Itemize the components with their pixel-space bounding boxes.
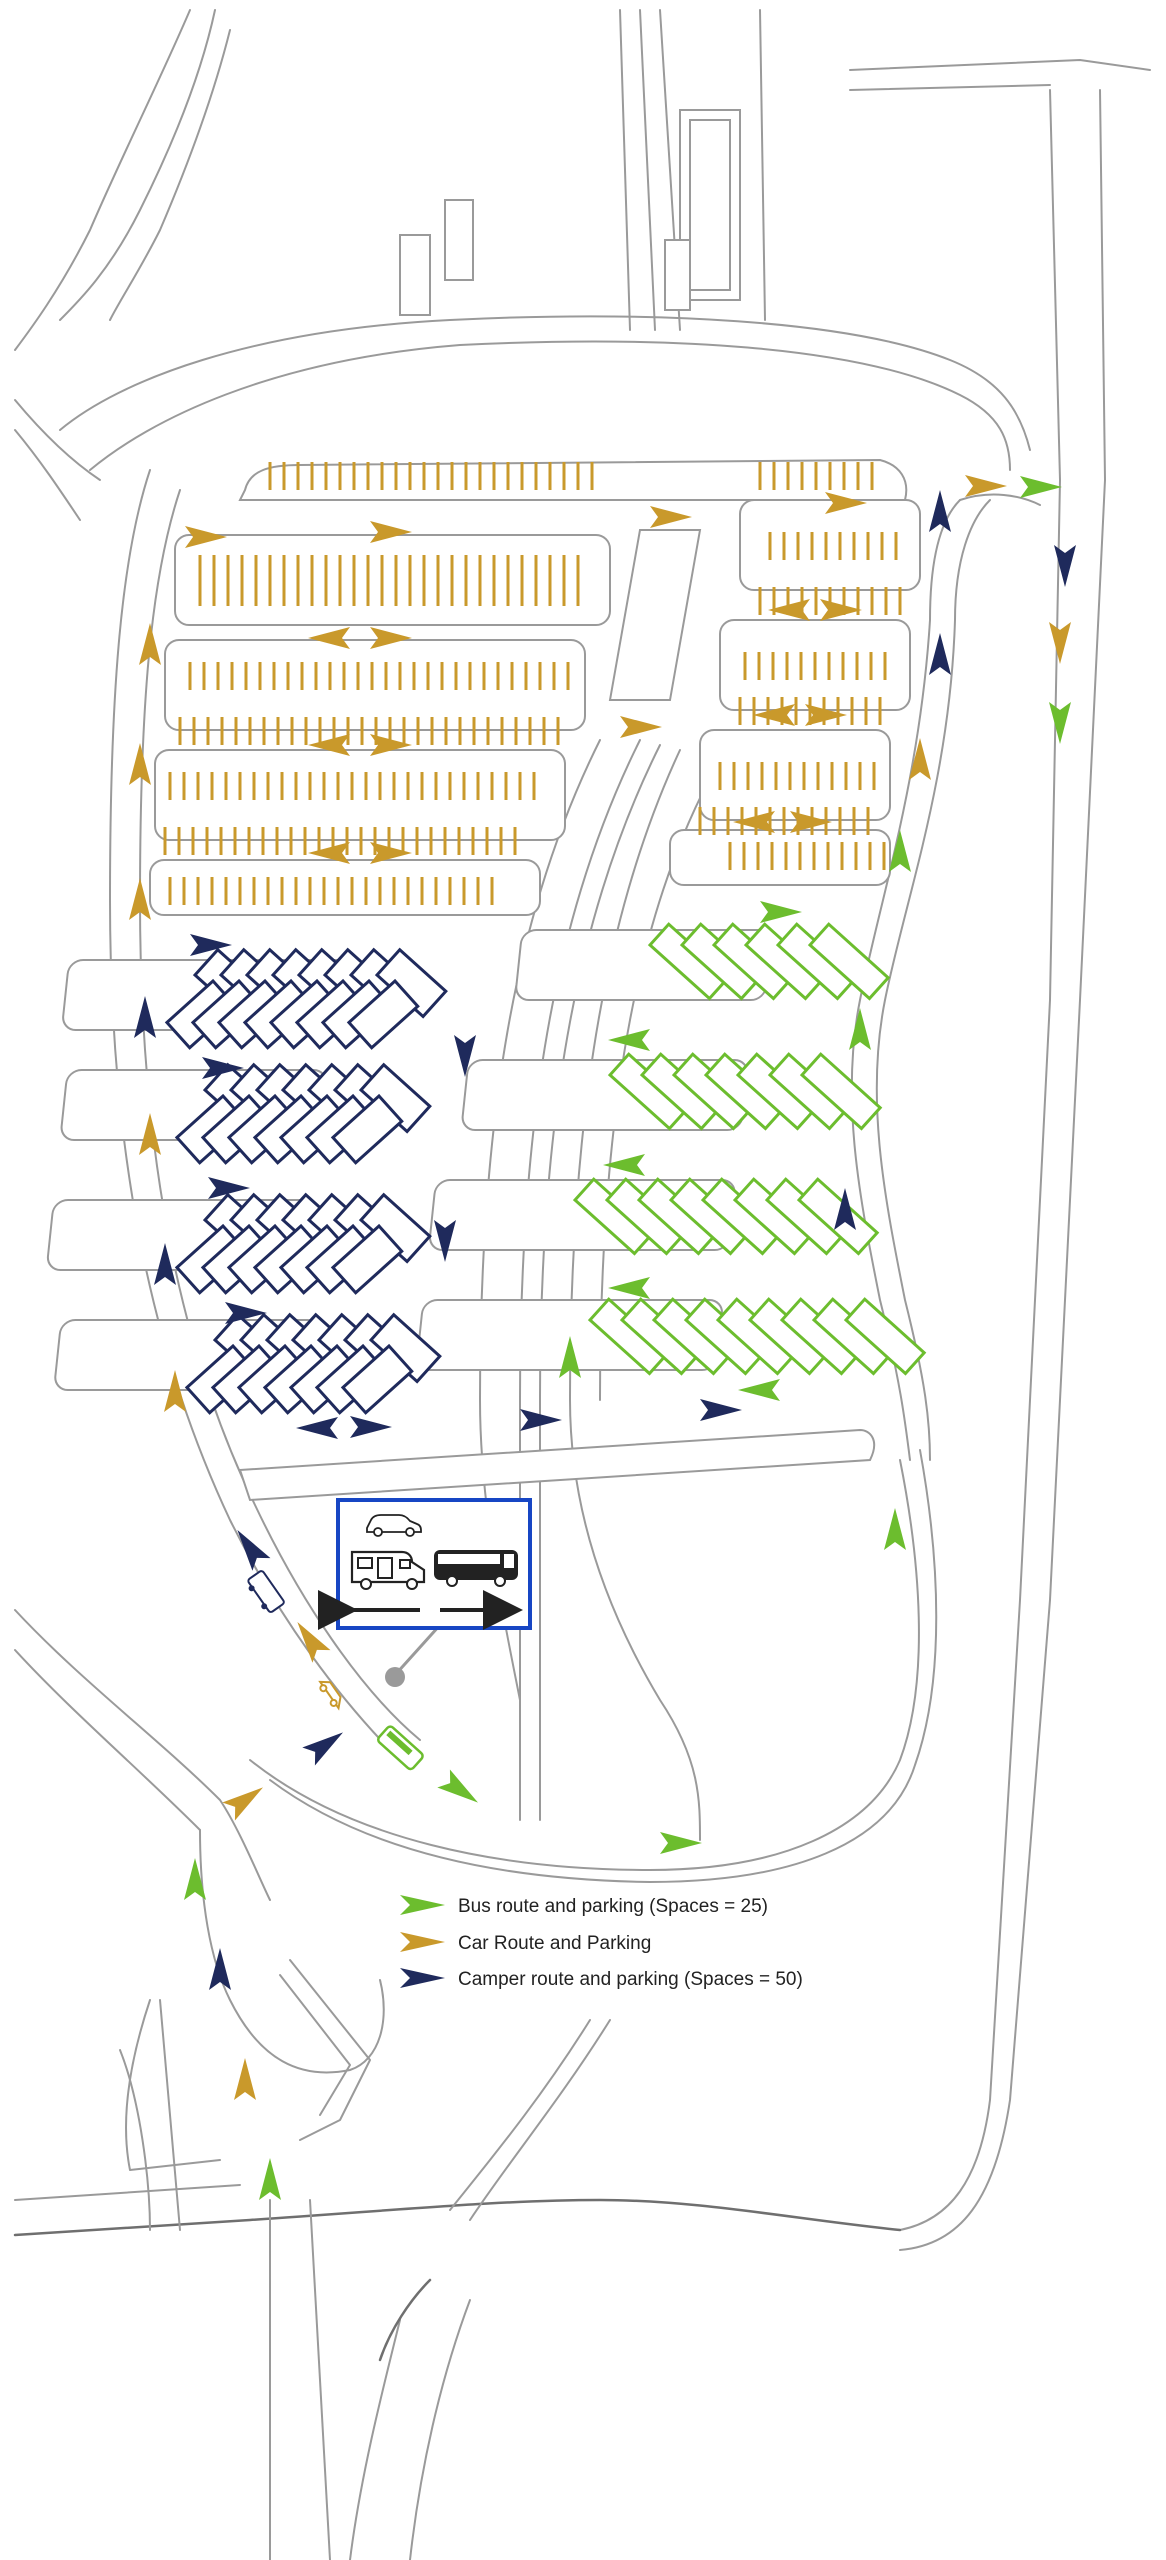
road-vehicle-icons [247,1570,424,1771]
bus-route-arrow [437,1769,479,1803]
camper-route-arrow [834,1188,856,1230]
car-route-arrow [308,627,350,649]
car-route-arrow [139,623,161,665]
legend: Bus route and parking (Spaces = 25) Car … [400,1895,803,1990]
car-route-arrow [129,743,151,785]
car-route-arrow [768,599,810,621]
car-icon [366,1514,422,1537]
legend-label-bus: Bus route and parking (Spaces = 25) [458,1896,768,1917]
car-route-arrow [164,1370,186,1412]
camper-route-arrow [302,1732,344,1766]
bus-route-arrow [184,1858,206,1900]
legend-item-car: Car Route and Parking [400,1932,651,1954]
car-parking-bays [163,462,902,905]
camper-route-arrow [929,490,951,532]
car-route-arrow [234,2058,256,2100]
car-route-arrow [805,704,847,726]
yellow-arrow-icon [400,1932,445,1952]
camper-route-arrow [454,1035,476,1077]
camper-route-arrow [929,633,951,675]
car-route-arrow [820,599,862,621]
camper-route-arrow [208,1177,250,1199]
route-arrows [129,475,1076,2200]
bus-route-arrow [559,1336,581,1378]
camper-bay [330,1093,404,1165]
camper-bay [340,1343,414,1415]
bus-parking-bays [572,922,927,1376]
camper-parking-bays [164,947,448,1415]
camper-route-arrow [190,934,232,956]
camper-bay [330,1223,404,1295]
bus-route-arrow [608,1029,650,1051]
road-network [13,9,1151,2560]
camper-route-arrow [434,1220,456,1262]
bus-icon-road [377,1725,424,1771]
camper-route-arrow [296,1417,338,1439]
car-route-arrow [370,734,412,756]
camper-icon-road [247,1570,285,1613]
bus-bay [799,1052,883,1131]
buildings [399,109,741,316]
legend-label-camper: Camper route and parking (Spaces = 50) [458,1969,803,1990]
car-route-arrow [753,704,795,726]
camper-route-arrow [520,1409,562,1431]
car-route-arrow [790,811,832,833]
car-route-arrow [825,492,867,514]
legend-item-camper: Camper route and parking (Spaces = 50) [400,1968,803,1990]
car-route-arrow [909,738,931,780]
bus-route-arrow [760,901,802,923]
bus-route-arrow [660,1832,702,1854]
bus-route-arrow [849,1008,871,1050]
legend-label-car: Car Route and Parking [458,1933,651,1954]
car-route-arrow [129,878,151,920]
car-route-arrow [308,842,350,864]
camper-route-arrow [225,1302,267,1324]
car-route-arrow [650,506,692,528]
bus-route-arrow [738,1379,780,1401]
bus-route-arrow [889,830,911,872]
entrance-sign [318,1498,532,1687]
car-route-arrow [370,842,412,864]
camper-route-arrow [1054,545,1076,587]
bus-route-arrow [259,2158,281,2200]
camper-route-arrow [134,996,156,1038]
navy-arrow-icon [400,1968,445,1988]
camper-route-arrow [700,1399,742,1421]
car-route-arrow [370,521,412,543]
car-route-arrow [620,716,662,738]
bus-route-arrow [1020,476,1062,498]
car-route-arrow [185,526,227,548]
green-arrow-icon [400,1895,445,1915]
car-route-arrow [733,811,775,833]
legend-item-bus: Bus route and parking (Spaces = 25) [400,1895,768,1917]
camper-bay [346,978,420,1050]
bus-route-arrow [884,1508,906,1550]
camper-route-arrow [350,1416,392,1438]
car-route-arrow [297,1621,331,1663]
camper-route-arrow [202,1057,244,1079]
camper-route-arrow [154,1243,176,1285]
car-route-arrow [308,734,350,756]
bus-route-arrow [1049,702,1071,744]
bus-bay [843,1297,927,1376]
car-route-arrow [370,627,412,649]
bus-route-arrow [608,1277,650,1299]
car-route-arrow [222,1787,264,1821]
car-route-arrow [139,1113,161,1155]
bus-icon [434,1550,518,1587]
bus-route-arrow [603,1154,645,1176]
camper-van-icon [350,1550,426,1590]
car-icon-road [318,1680,342,1711]
camper-route-arrow [209,1948,231,1990]
car-route-arrow [1049,622,1071,664]
bus-bay [807,922,891,1001]
camper-route-arrow [237,1529,271,1571]
car-route-arrow [965,475,1007,497]
